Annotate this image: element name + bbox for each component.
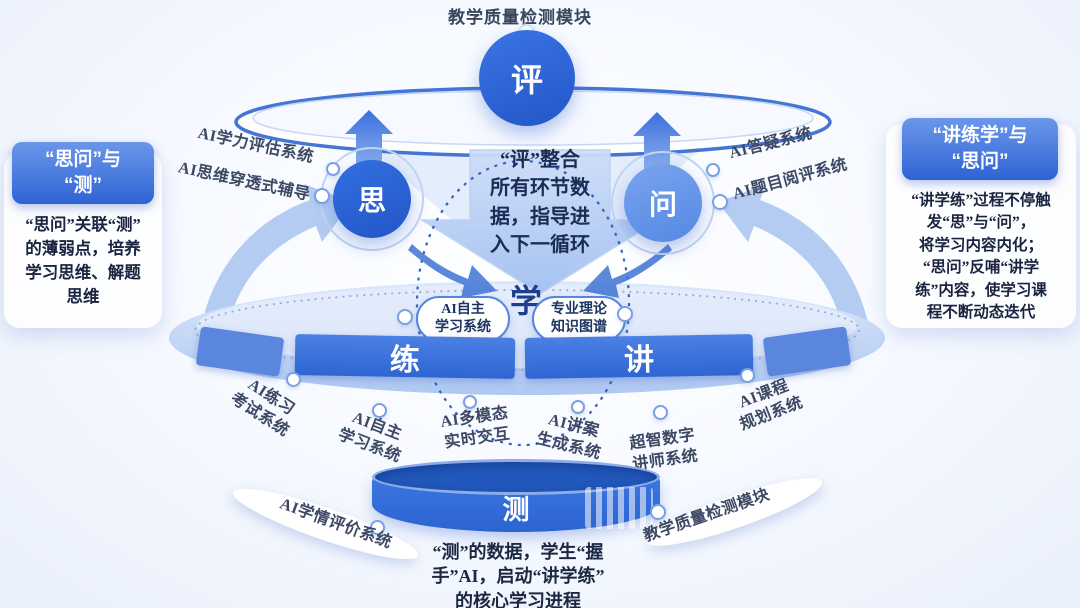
- eval-circle-label: 评: [510, 62, 543, 98]
- cylinder-stripes: [585, 487, 653, 529]
- connector-dot: [326, 162, 340, 176]
- up-arrow-right: [633, 112, 681, 172]
- down-arrow-left: [408, 244, 497, 298]
- curved-arrow-left: [200, 184, 352, 338]
- right-card-body: “讲学练”过程不停触 发“思”与“问”， 将学习内容内化； “思问”反哺“讲学 …: [911, 192, 1051, 322]
- up-arrow-left: [345, 110, 393, 170]
- right-card-title: “讲练学”与 “思问”: [902, 118, 1058, 180]
- center-down-arrow: [419, 149, 661, 295]
- left-card-body: “思问”关联“测” 的薄弱点，培养 学习思维、解题 思维: [25, 215, 141, 306]
- pill-ai-self-learning: AI自主 学习系统: [416, 296, 510, 342]
- pill-knowledge-graph: 专业理论 知识图谱: [532, 296, 626, 342]
- connector-dot: [653, 405, 668, 420]
- connector-dot: [706, 163, 720, 177]
- connector-dot: [571, 400, 585, 414]
- ask-circle: 问: [624, 164, 702, 242]
- connector-dot: [286, 372, 301, 387]
- connector-dot: [650, 504, 666, 520]
- connector-dot: [617, 306, 633, 322]
- down-arrow-right: [583, 244, 672, 298]
- connector-dot: [372, 403, 387, 418]
- cycle-dashed-circle: [415, 159, 631, 447]
- top-module-label: 教学质量检测模块: [448, 8, 592, 27]
- curved-arrow-right: [718, 184, 870, 338]
- connector-dot: [370, 520, 385, 535]
- lecture-band-segment: 讲: [524, 334, 754, 379]
- connector-dot: [740, 368, 755, 383]
- cycle-description: “评”整合 所有环节数 据，指导进 入下一循环: [490, 149, 590, 257]
- eval-circle: 评: [479, 30, 575, 126]
- disk-dashed-edge: [194, 289, 860, 371]
- connector-dot: [314, 188, 330, 204]
- test-cylinder-label: 测: [372, 488, 660, 527]
- think-circle: 思: [333, 160, 411, 238]
- practice-label: 练: [389, 343, 421, 377]
- bottom-caption: “测”的数据，学生“握 手”AI，启动“讲学练” 的核心学习进程: [431, 542, 605, 608]
- ask-circle-label: 问: [648, 189, 677, 220]
- test-char: 测: [502, 495, 530, 525]
- connector-dot: [397, 309, 413, 325]
- connector-dot: [712, 194, 728, 210]
- lecture-label: 讲: [623, 343, 655, 377]
- think-circle-label: 思: [357, 185, 386, 216]
- connector-dot: [463, 395, 477, 409]
- practice-band-segment: 练: [294, 334, 516, 379]
- left-card-title: “思问”与 “测”: [12, 142, 154, 204]
